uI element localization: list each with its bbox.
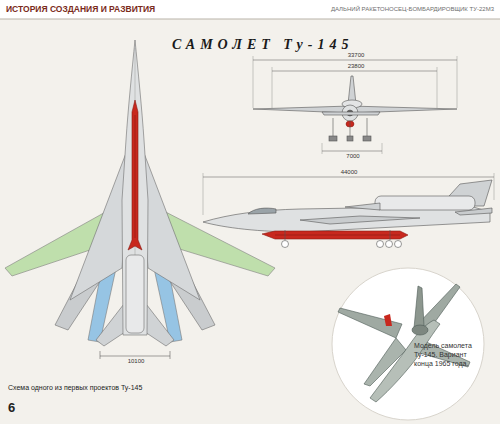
page-number: 6 — [8, 401, 15, 414]
dimension-text: 44000 — [340, 169, 359, 175]
dimension-text: 23800 — [347, 63, 366, 69]
diagram-title: САМОЛЕТ Ту-145 — [172, 37, 353, 53]
header-section: ИСТОРИЯ СОЗДАНИЯ И РАЗВИТИЯ — [6, 5, 155, 14]
header-series: ДАЛЬНИЙ РАКЕТОНОСЕЦ-БОМБАРДИРОВЩИК ТУ-22… — [331, 6, 494, 12]
photo-caption: Модель самолета Ту-145. Вариант конца 19… — [414, 342, 472, 368]
front-view — [253, 56, 457, 154]
figure-caption: Схема одного из первых проектов Ту-145 — [8, 384, 142, 391]
dimension-text: 10100 — [127, 358, 146, 364]
dimension-text: 7000 — [345, 153, 360, 159]
plan-view — [5, 40, 275, 359]
header-rule — [0, 19, 500, 20]
side-view — [203, 173, 494, 248]
photo-circle: Модель самолета Ту-145. Вариант конца 19… — [330, 266, 486, 422]
dimension-text: 33700 — [347, 52, 366, 58]
header-bar — [0, 0, 500, 19]
